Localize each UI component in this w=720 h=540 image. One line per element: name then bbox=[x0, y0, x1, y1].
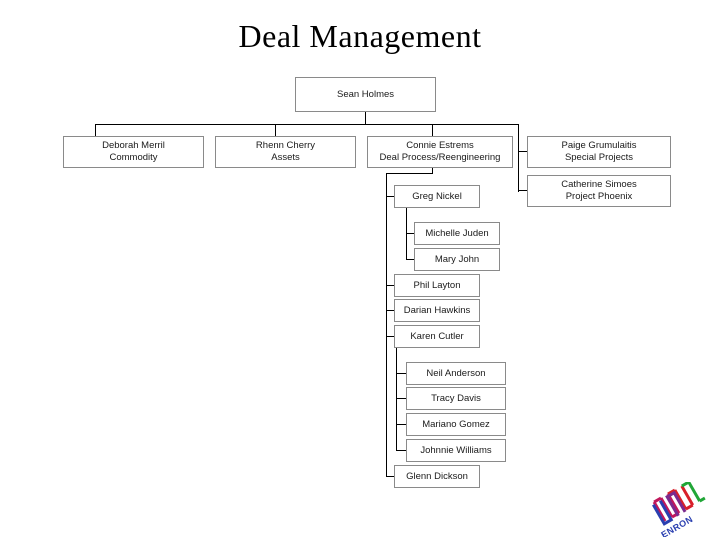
connector-to-phil bbox=[386, 285, 394, 286]
org-node-deborah-merril[interactable]: Deborah Merril Commodity bbox=[63, 136, 204, 168]
org-node-catherine-simoes[interactable]: Catherine Simoes Project Phoenix bbox=[527, 175, 671, 207]
connector-to-connie bbox=[432, 124, 433, 136]
connector-to-glenn bbox=[386, 476, 394, 477]
connector-to-michelle bbox=[406, 233, 414, 234]
org-node-paige-grumulaitis[interactable]: Paige Grumulaitis Special Projects bbox=[527, 136, 671, 168]
page-title: Deal Management bbox=[238, 18, 482, 54]
org-node-role: Deal Process/Reengineering bbox=[379, 152, 501, 163]
connector-to-johnnie bbox=[396, 450, 406, 451]
connector-karen-spine bbox=[396, 348, 397, 451]
org-node-name: Mariano Gomez bbox=[422, 418, 490, 430]
org-node-role: Assets bbox=[271, 152, 300, 163]
org-node-role: Project Phoenix bbox=[565, 191, 633, 202]
connector-to-tracy bbox=[396, 398, 406, 399]
org-node-name: Paige Grumulaitis bbox=[561, 140, 637, 151]
org-node-name: Darian Hawkins bbox=[403, 304, 471, 316]
connector-root-bus bbox=[95, 124, 519, 125]
org-node-name: Neil Anderson bbox=[426, 367, 486, 379]
org-node-name: Johnnie Williams bbox=[420, 444, 492, 456]
org-node-connie-estrems[interactable]: Connie Estrems Deal Process/Reengineerin… bbox=[367, 136, 513, 168]
org-node-name: Connie Estrems bbox=[406, 140, 474, 151]
org-node-rhenn-cherry[interactable]: Rhenn Cherry Assets bbox=[215, 136, 356, 168]
org-node-johnnie-williams[interactable]: Johnnie Williams bbox=[406, 439, 506, 462]
org-node-name: Greg Nickel bbox=[412, 190, 462, 202]
org-node-name: Deborah Merril bbox=[102, 140, 165, 151]
connector-to-karen bbox=[386, 336, 394, 337]
connector-connie-spine bbox=[386, 173, 387, 477]
org-node-name: Karen Cutler bbox=[410, 330, 464, 342]
connector-to-mariano bbox=[396, 424, 406, 425]
org-node-greg-nickel[interactable]: Greg Nickel bbox=[394, 185, 480, 208]
connector-to-darian bbox=[386, 310, 394, 311]
connector-to-neil bbox=[396, 373, 406, 374]
org-node-tracy-davis[interactable]: Tracy Davis bbox=[406, 387, 506, 410]
org-node-mary-john[interactable]: Mary John bbox=[414, 248, 500, 271]
connector-connie-stem bbox=[432, 168, 433, 174]
connector-connie-jog bbox=[386, 173, 433, 174]
connector-to-rhenn bbox=[275, 124, 276, 136]
org-node-name: Glenn Dickson bbox=[406, 470, 468, 482]
enron-wordmark: ENRON bbox=[659, 514, 694, 537]
org-node-name: Catherine Simoes bbox=[561, 179, 637, 190]
org-node-michelle-juden[interactable]: Michelle Juden bbox=[414, 222, 500, 245]
org-node-darian-hawkins[interactable]: Darian Hawkins bbox=[394, 299, 480, 322]
org-node-name: Sean Holmes bbox=[336, 88, 395, 100]
connector-greg-spine bbox=[406, 208, 407, 260]
org-node-name: Tracy Davis bbox=[431, 392, 481, 404]
org-node-neil-anderson[interactable]: Neil Anderson bbox=[406, 362, 506, 385]
enron-logo: ENRON bbox=[645, 482, 715, 537]
org-node-name: Rhenn Cherry bbox=[255, 140, 316, 151]
connector-to-mary bbox=[406, 259, 414, 260]
org-node-name: Michelle Juden bbox=[425, 227, 489, 239]
connector-to-catherine bbox=[518, 190, 527, 191]
org-node-glenn-dickson[interactable]: Glenn Dickson bbox=[394, 465, 480, 488]
connector-root-stem bbox=[365, 112, 366, 125]
org-node-name: Mary John bbox=[434, 253, 480, 265]
org-node-phil-layton[interactable]: Phil Layton bbox=[394, 274, 480, 297]
org-node-role: Commodity bbox=[109, 152, 158, 163]
org-node-karen-cutler[interactable]: Karen Cutler bbox=[394, 325, 480, 348]
org-node-role: Special Projects bbox=[564, 152, 634, 163]
connector-to-paige bbox=[518, 151, 527, 152]
org-node-name: Phil Layton bbox=[413, 279, 461, 291]
connector-right-spine bbox=[518, 124, 519, 192]
connector-to-deborah bbox=[95, 124, 96, 136]
org-node-sean-holmes[interactable]: Sean Holmes bbox=[295, 77, 436, 112]
org-node-mariano-gomez[interactable]: Mariano Gomez bbox=[406, 413, 506, 436]
connector-to-greg bbox=[386, 196, 394, 197]
